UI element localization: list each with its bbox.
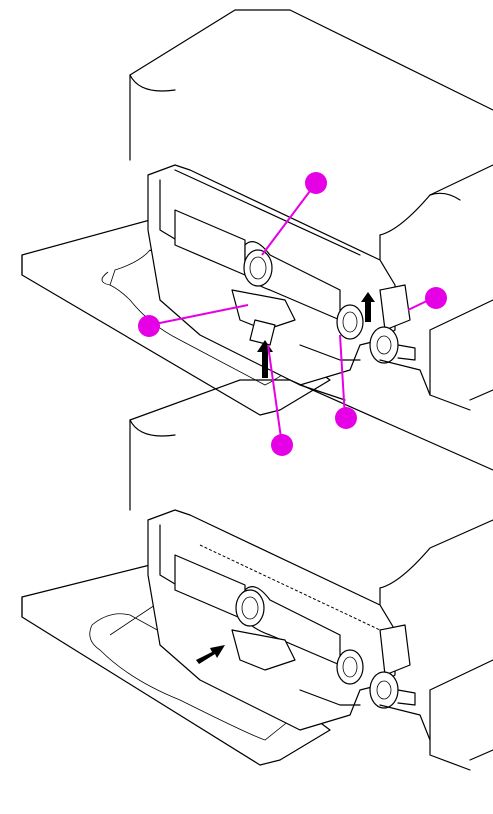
top-right-gear [370, 327, 398, 363]
top-roller-gear-right [337, 305, 363, 339]
bottom-roller-gear-right [337, 650, 363, 684]
callout-dot-bottom-right [335, 407, 357, 429]
callout-dot-top-center [305, 172, 327, 194]
callout-dot-right [425, 287, 447, 309]
bottom-printer-lid-edge [130, 380, 493, 470]
top-figure [22, 10, 493, 415]
bottom-lock-bracket [380, 625, 410, 675]
callout-dot-bottom-center [271, 434, 293, 456]
bottom-right-gear [370, 672, 398, 708]
top-lock-bracket [380, 285, 410, 330]
top-printer-lid-edge [130, 10, 493, 110]
bottom-roller-gear-left [236, 590, 264, 626]
top-roller-gear-left [244, 250, 272, 286]
callout-dot-left [138, 315, 160, 337]
bottom-figure [22, 380, 493, 770]
